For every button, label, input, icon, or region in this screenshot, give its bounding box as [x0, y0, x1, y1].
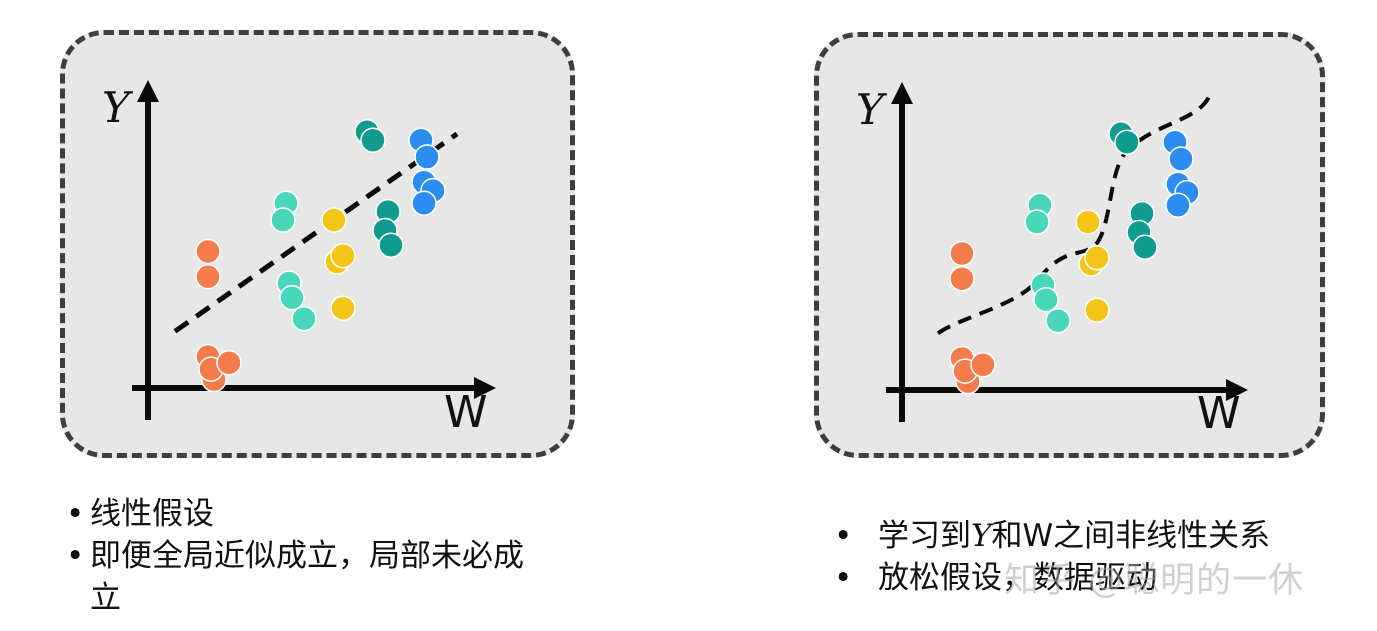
teal-point: [1132, 234, 1158, 260]
bullet-icon: •: [834, 560, 853, 596]
orange-point: [195, 238, 221, 265]
blue-point: [1168, 146, 1194, 172]
variable-w: W: [1022, 518, 1054, 554]
blue-point: [411, 190, 437, 216]
mint-point: [1024, 209, 1050, 235]
teal-point: [378, 232, 404, 258]
fit-line: [173, 131, 459, 334]
x-axis-label: W: [1197, 388, 1241, 439]
yellow-point: [330, 295, 356, 321]
scatter-points: [949, 121, 1200, 395]
yellow-point: [1084, 297, 1110, 323]
y-axis-label: Y: [856, 85, 888, 134]
scatter-points: [195, 119, 446, 393]
bullet-text: 即便全局近似成立，局部未必成立: [90, 538, 524, 616]
mint-point: [291, 305, 317, 332]
orange-point: [949, 265, 975, 292]
orange-point: [195, 263, 221, 290]
axes: [886, 82, 1248, 422]
variable-y: Y: [971, 518, 992, 554]
teal-point: [360, 127, 386, 153]
bullet-text-mid: 和: [991, 518, 1023, 554]
x-axis-arrowhead: [474, 377, 496, 399]
bullet-item: • 线性假设: [66, 493, 526, 535]
yellow-point: [1075, 209, 1101, 235]
bullet-text: 放松假设，数据驱动: [878, 560, 1157, 596]
nonlinear-fit-curve: [936, 91, 1213, 335]
mint-point: [279, 284, 305, 311]
mint-point: [1045, 307, 1071, 334]
yellow-point: [1084, 244, 1110, 271]
blue-point: [414, 144, 440, 170]
orange-point: [216, 350, 242, 376]
bullet-item: • 学习到Y和W之间非线性关系: [830, 515, 1350, 557]
mint-point: [1033, 286, 1059, 313]
linear-notes: • 线性假设 • 即便全局近似成立，局部未必成立: [66, 493, 526, 619]
y-axis-arrowhead: [891, 82, 913, 104]
yellow-point: [330, 242, 356, 269]
axes: [132, 80, 496, 420]
bullet-item: • 放松假设，数据驱动: [830, 557, 1350, 599]
bullet-icon: •: [66, 496, 85, 532]
fit-curve: [936, 91, 1213, 335]
watermark: 知乎 @聪明的一休: [1004, 561, 1305, 601]
bullet-icon: •: [66, 538, 85, 574]
y-axis-arrowhead: [137, 80, 159, 102]
bullet-text: 线性假设: [90, 496, 214, 532]
bullet-text-post: 之间非线性关系: [1053, 518, 1271, 554]
bullet-icon: •: [834, 518, 853, 554]
y-axis-label: Y: [102, 83, 134, 132]
yellow-point: [321, 207, 347, 233]
bullet-item: • 即便全局近似成立，局部未必成立: [66, 535, 526, 619]
bullet-text-pre: 学习到: [878, 518, 971, 554]
x-axis-arrowhead: [1226, 379, 1248, 401]
linear-fit-line: [173, 131, 459, 334]
orange-point: [970, 352, 996, 378]
blue-point: [1165, 192, 1191, 218]
mint-point: [270, 207, 296, 233]
orange-point: [949, 240, 975, 267]
teal-point: [1114, 129, 1140, 155]
x-axis-label: W: [444, 387, 488, 438]
nonlinear-notes: • 学习到Y和W之间非线性关系 • 放松假设，数据驱动: [830, 515, 1350, 599]
